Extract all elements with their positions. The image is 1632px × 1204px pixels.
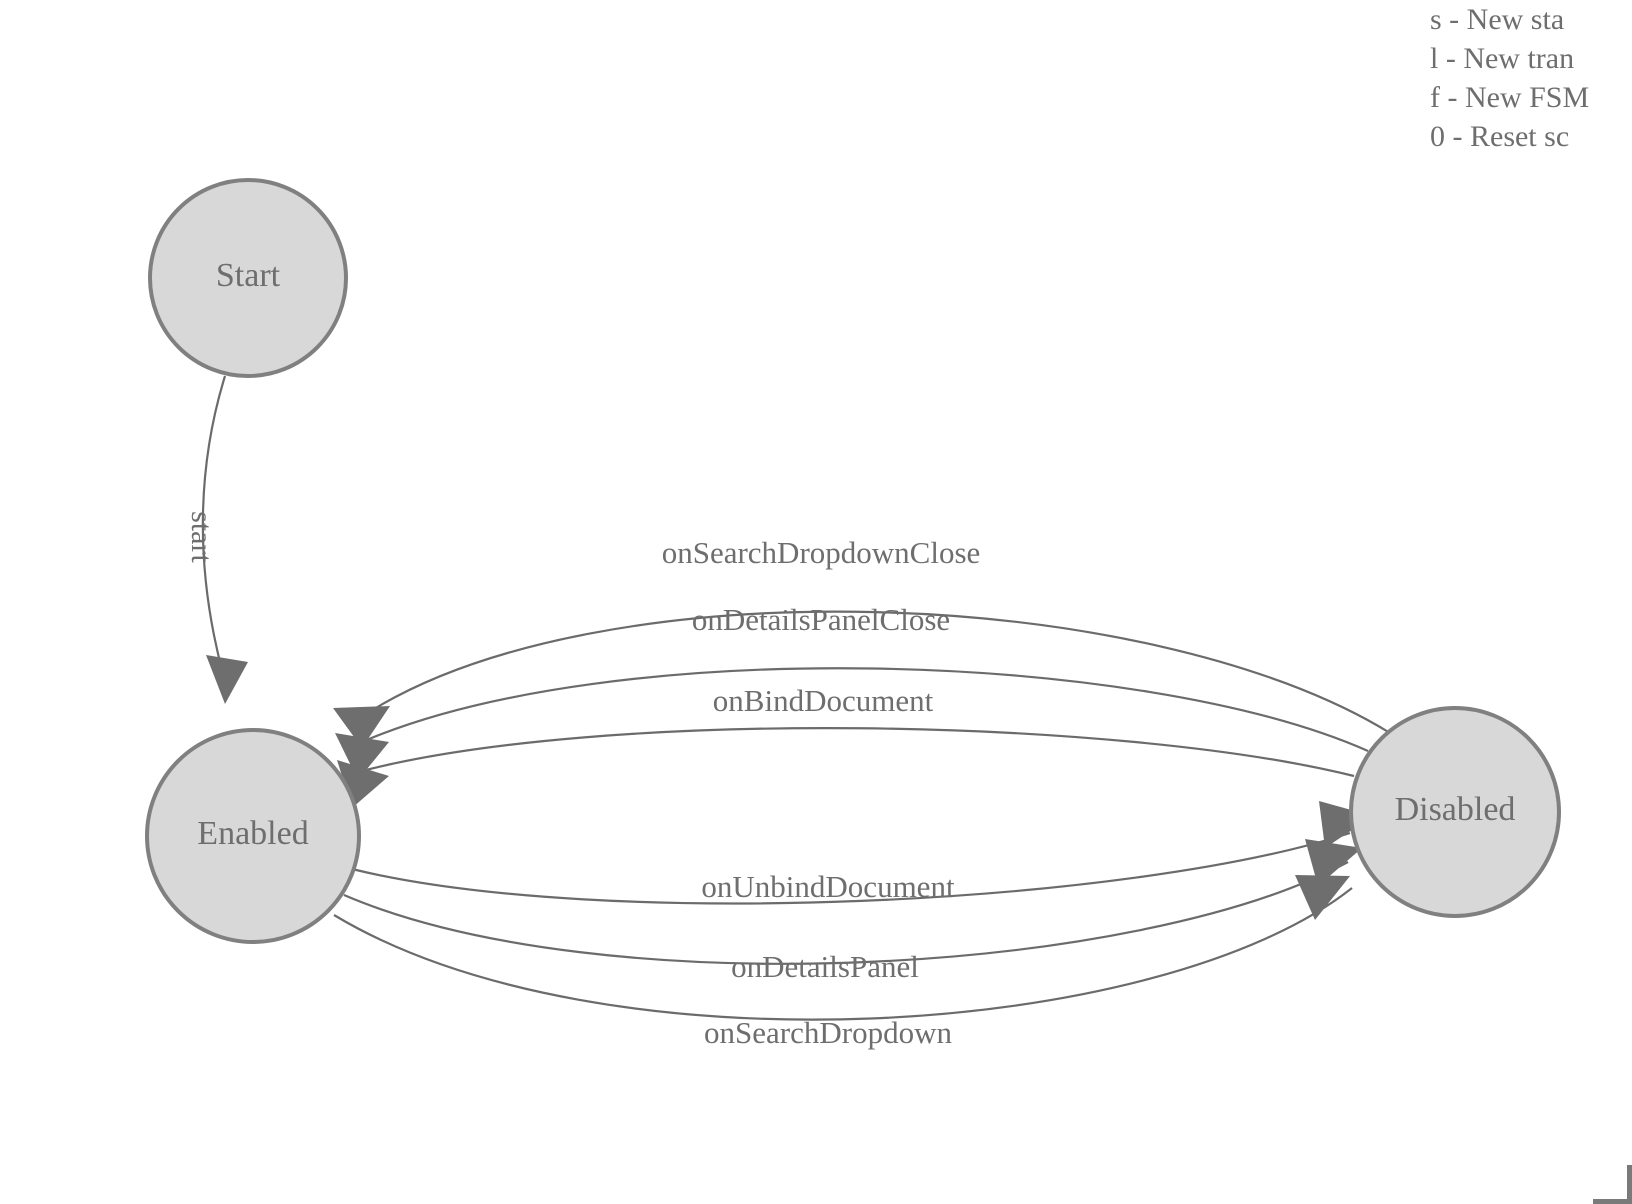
transition-search-dropdown-close-label: onSearchDropdownClose: [662, 535, 981, 570]
state-node-enabled[interactable]: Enabled: [145, 728, 361, 944]
transition-search-dropdown-close-path[interactable]: [365, 610, 1391, 734]
state-node-enabled-circle[interactable]: [145, 728, 361, 944]
state-node-disabled[interactable]: Disabled: [1349, 706, 1561, 918]
legend-line-new-state: s - New sta: [1430, 3, 1565, 36]
transition-unbind-document[interactable]: onUnbindDocument: [351, 801, 1373, 905]
transition-start[interactable]: start: [185, 375, 248, 704]
state-node-disabled-circle[interactable]: [1349, 706, 1561, 918]
transition-details-panel-close-label: onDetailsPanelClose: [692, 602, 950, 637]
resize-corner-handle[interactable]: [1593, 1165, 1632, 1204]
transition-start-arrowhead: [206, 655, 248, 704]
state-node-start-circle[interactable]: [148, 178, 348, 378]
legend-line-reset: 0 - Reset sc: [1430, 120, 1570, 153]
legend-line-new-fsm: f - New FSM: [1430, 81, 1590, 114]
transition-search-dropdown-path[interactable]: [333, 887, 1353, 1021]
transition-details-panel-close-arrowhead: [335, 733, 389, 780]
transition-search-dropdown-close-arrowhead: [333, 706, 390, 748]
transition-unbind-document-path[interactable]: [351, 831, 1351, 905]
transition-bind-document-path[interactable]: [357, 727, 1355, 778]
transition-details-panel[interactable]: onDetailsPanel: [343, 839, 1362, 984]
transition-details-panel-close[interactable]: onDetailsPanelClose: [335, 602, 1369, 780]
transition-details-panel-path[interactable]: [343, 861, 1349, 965]
transition-start-path[interactable]: [201, 375, 227, 671]
state-node-start-label: Start: [216, 257, 281, 294]
transition-search-dropdown[interactable]: onSearchDropdown: [333, 875, 1353, 1050]
state-node-disabled-label: Disabled: [1395, 791, 1516, 828]
transition-search-dropdown-arrowhead: [1295, 875, 1350, 920]
transition-bind-document-label: onBindDocument: [713, 683, 934, 718]
keyboard-shortcut-legend: s - New sta l - New tran f - New FSM 0 -…: [1430, 0, 1632, 156]
transition-details-panel-label: onDetailsPanel: [731, 949, 919, 984]
state-node-start[interactable]: Start: [148, 178, 348, 378]
transition-search-dropdown-label: onSearchDropdown: [704, 1015, 952, 1050]
transition-details-panel-close-path[interactable]: [361, 667, 1369, 753]
transition-unbind-document-label: onUnbindDocument: [701, 869, 955, 904]
state-node-enabled-label: Enabled: [197, 815, 308, 852]
transition-search-dropdown-close[interactable]: onSearchDropdownClose: [333, 535, 1391, 748]
legend-line-new-transition: l - New tran: [1430, 42, 1575, 75]
transition-details-panel-arrowhead: [1305, 839, 1362, 886]
transition-start-label: start: [185, 511, 218, 563]
